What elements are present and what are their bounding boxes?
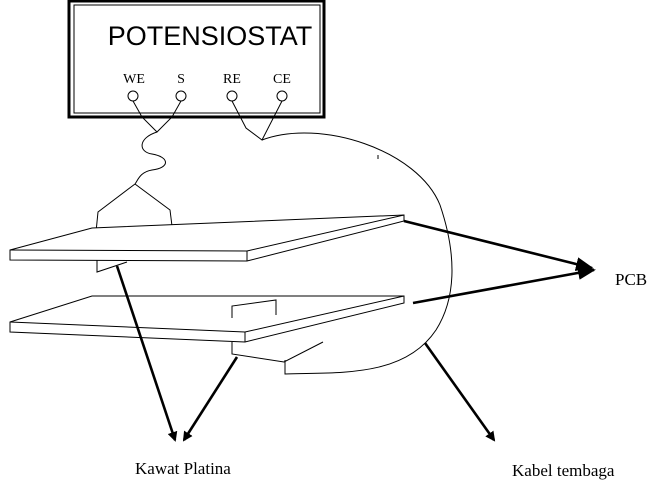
port-connector-we [127,90,139,102]
port-label-re: RE [223,72,241,87]
label-pcb: PCB [615,270,647,289]
copper-cable-loop [231,100,453,375]
port-connector-s [175,90,187,102]
arrow-to-copper-cable [423,342,496,442]
port-connector-re [226,90,238,102]
arrow-to-platinum-wire-lower [182,356,239,442]
potentiostat-box: POTENSIOSTAT WE S RE CE [67,0,326,119]
port-label-we: WE [123,72,145,87]
arrow-to-platinum-wire-upper [115,265,178,442]
port-connector-ce [276,90,288,102]
potentiostat-title: POTENSIOSTAT [108,21,313,51]
arrow-to-pcb-lower [412,265,596,305]
pcb-lower [9,295,405,363]
arrow-to-pcb-upper [403,219,594,271]
we-s-lead [94,100,182,243]
port-label-s: S [177,72,185,87]
port-label-ce: CE [273,72,291,87]
label-kabel-tembaga: Kabel tembaga [512,461,615,480]
pcb-upper [9,214,405,273]
label-kawat-platina: Kawat Platina [135,459,231,478]
